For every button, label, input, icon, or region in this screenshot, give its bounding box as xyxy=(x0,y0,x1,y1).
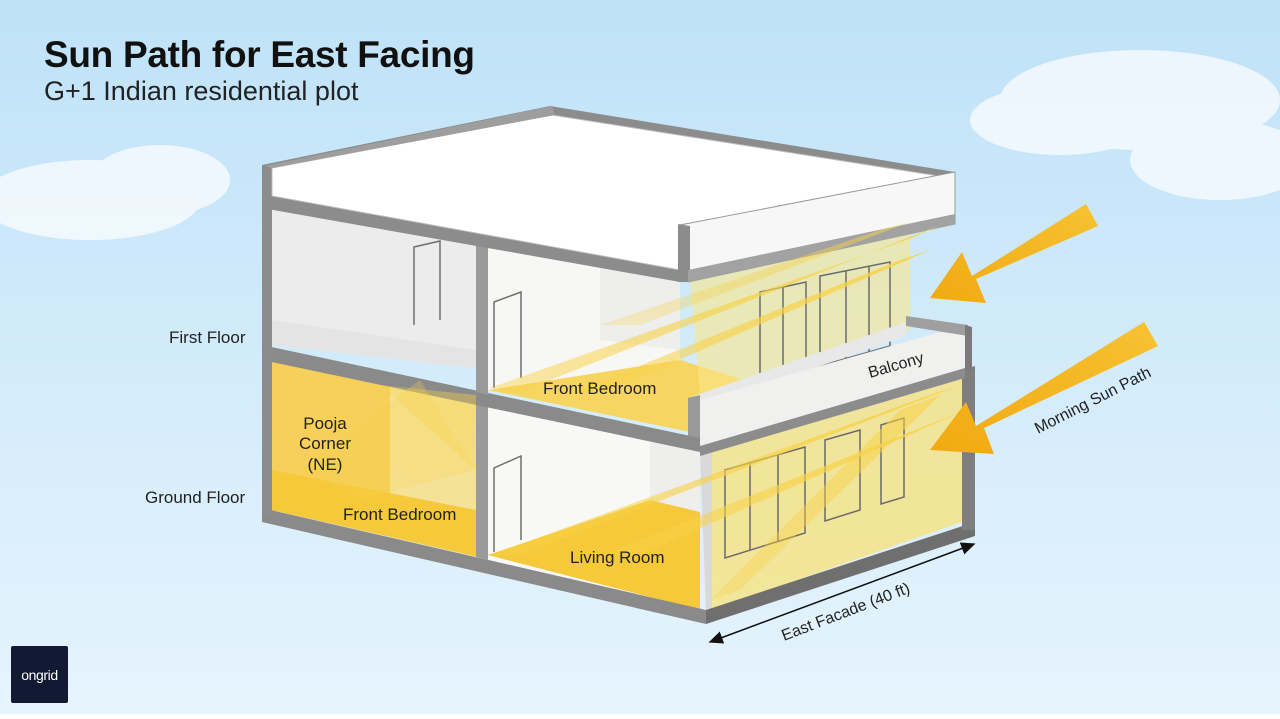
living-room-label: Living Room xyxy=(570,548,665,567)
first-floor-back xyxy=(272,205,760,432)
ground-floor-label: Ground Floor xyxy=(145,488,245,507)
first-floor-label: First Floor xyxy=(169,328,246,347)
double-arrow-icon xyxy=(708,542,976,644)
front-bedroom-first-label: Front Bedroom xyxy=(543,379,656,398)
balcony xyxy=(688,316,972,456)
pooja-label-line2: Corner xyxy=(299,434,351,453)
first-floor-walls xyxy=(262,165,488,395)
sun-arrow-icons xyxy=(930,204,1158,454)
ground-floor-floors xyxy=(272,470,700,610)
arrow-icon-upper xyxy=(930,204,1098,303)
page-subtitle: G+1 Indian residential plot xyxy=(44,76,359,106)
logo-text: ongrid xyxy=(21,666,58,683)
ground-floor-door xyxy=(493,454,522,552)
roof xyxy=(262,106,956,283)
arrow-icon-lower xyxy=(930,322,1158,454)
ongrid-logo: ongrid xyxy=(11,646,68,703)
first-floor-doors xyxy=(413,240,522,388)
clouds xyxy=(0,50,1280,240)
page-title: Sun Path for East Facing xyxy=(44,34,475,75)
mid-slab xyxy=(262,345,700,452)
pooja-label-line1: Pooja xyxy=(303,414,347,433)
pooja-label-line3: (NE) xyxy=(308,455,343,474)
front-bedroom-ground-label: Front Bedroom xyxy=(343,505,456,524)
